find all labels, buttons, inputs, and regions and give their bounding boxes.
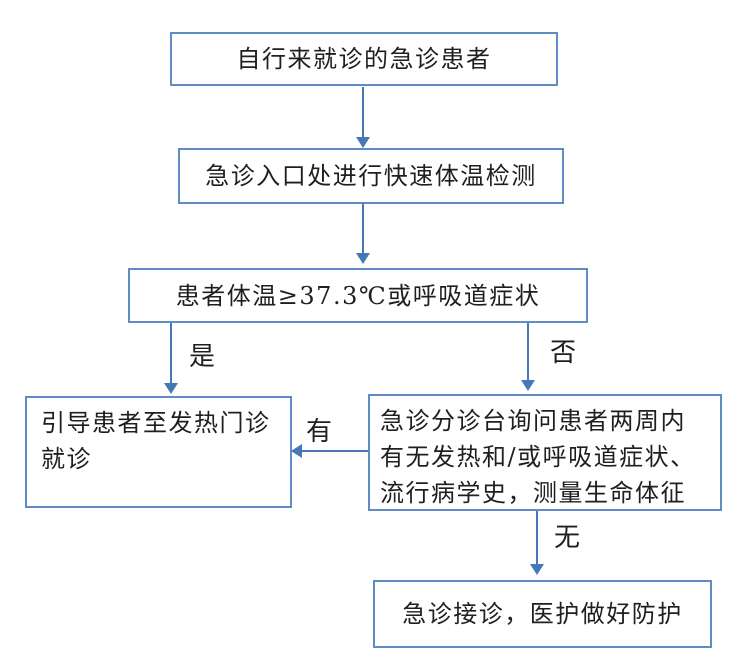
node-temp-check-box: 急诊入口处进行快速体温检测 (178, 148, 564, 204)
node-fever-clinic-line2: 就诊 (41, 445, 92, 473)
node-triage-box: 急诊分诊台询问患者两周内 有无发热和/或呼吸道症状、 流行病学史，测量生命体征 (368, 394, 722, 511)
arrowhead-left-icon (291, 444, 302, 458)
node-reception-box: 急诊接诊，医护做好防护 (373, 580, 712, 648)
node-screen-box: 患者体温≥37.3℃或呼吸道症状 (128, 268, 588, 323)
node-triage-line2: 有无发热和/或呼吸道症状、 (380, 443, 696, 471)
arrow-line (527, 323, 529, 382)
arrowhead-down-icon (164, 383, 178, 394)
arrow-line (302, 450, 368, 452)
node-screen-text: 患者体温≥37.3℃或呼吸道症状 (175, 281, 541, 310)
node-triage-line1: 急诊分诊台询问患者两周内 (380, 407, 686, 435)
arrowhead-down-icon (356, 253, 370, 264)
node-start-text: 自行来就诊的急诊患者 (236, 45, 492, 73)
node-temp-check-text: 急诊入口处进行快速体温检测 (205, 162, 537, 190)
arrow-line (362, 203, 364, 255)
node-fever-clinic-line1: 引导患者至发热门诊 (41, 409, 271, 437)
arrowhead-down-icon (521, 380, 535, 391)
node-fever-clinic-box: 引导患者至发热门诊 就诊 (25, 396, 292, 508)
edge-label-none: 无 (554, 523, 581, 553)
arrowhead-down-icon (356, 137, 370, 148)
arrow-line (362, 87, 364, 139)
arrowhead-down-icon (530, 564, 544, 575)
node-reception-text: 急诊接诊，医护做好防护 (402, 600, 683, 628)
node-start-box: 自行来就诊的急诊患者 (170, 32, 558, 86)
arrow-line (170, 323, 172, 385)
edge-label-yes: 是 (189, 342, 216, 372)
node-triage-line3: 流行病学史，测量生命体征 (380, 479, 686, 507)
edge-label-have: 有 (306, 417, 333, 447)
arrow-line (536, 511, 538, 566)
edge-label-no: 否 (550, 338, 577, 368)
